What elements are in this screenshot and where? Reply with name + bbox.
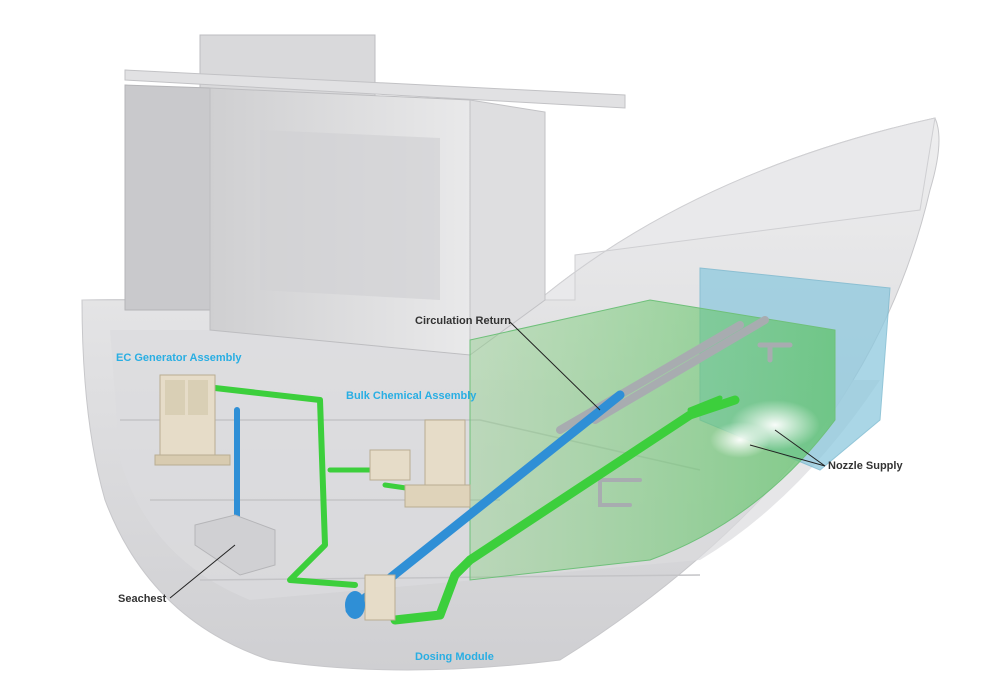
superstructure [124,34,626,356]
label-ec-generator: EC Generator Assembly [116,352,242,364]
leader-lines [169,321,826,599]
circulation-return-pipe [234,390,625,615]
label-seachest: Seachest [118,593,167,605]
label-nozzle-supply: Nozzle Supply [828,460,903,472]
label-dosing-module: Dosing Module [415,651,494,663]
nozzle-supply-pipe [212,385,740,625]
dosing-module-equipment [345,574,396,621]
label-bulk-chemical: Bulk Chemical Assembly [346,390,477,402]
label-circulation-return: Circulation Return [415,315,511,327]
ec-generator-equipment [154,374,231,466]
main-deck [81,117,936,301]
bulk-chemical-equipment [369,419,471,508]
grey-pipes [556,316,793,507]
